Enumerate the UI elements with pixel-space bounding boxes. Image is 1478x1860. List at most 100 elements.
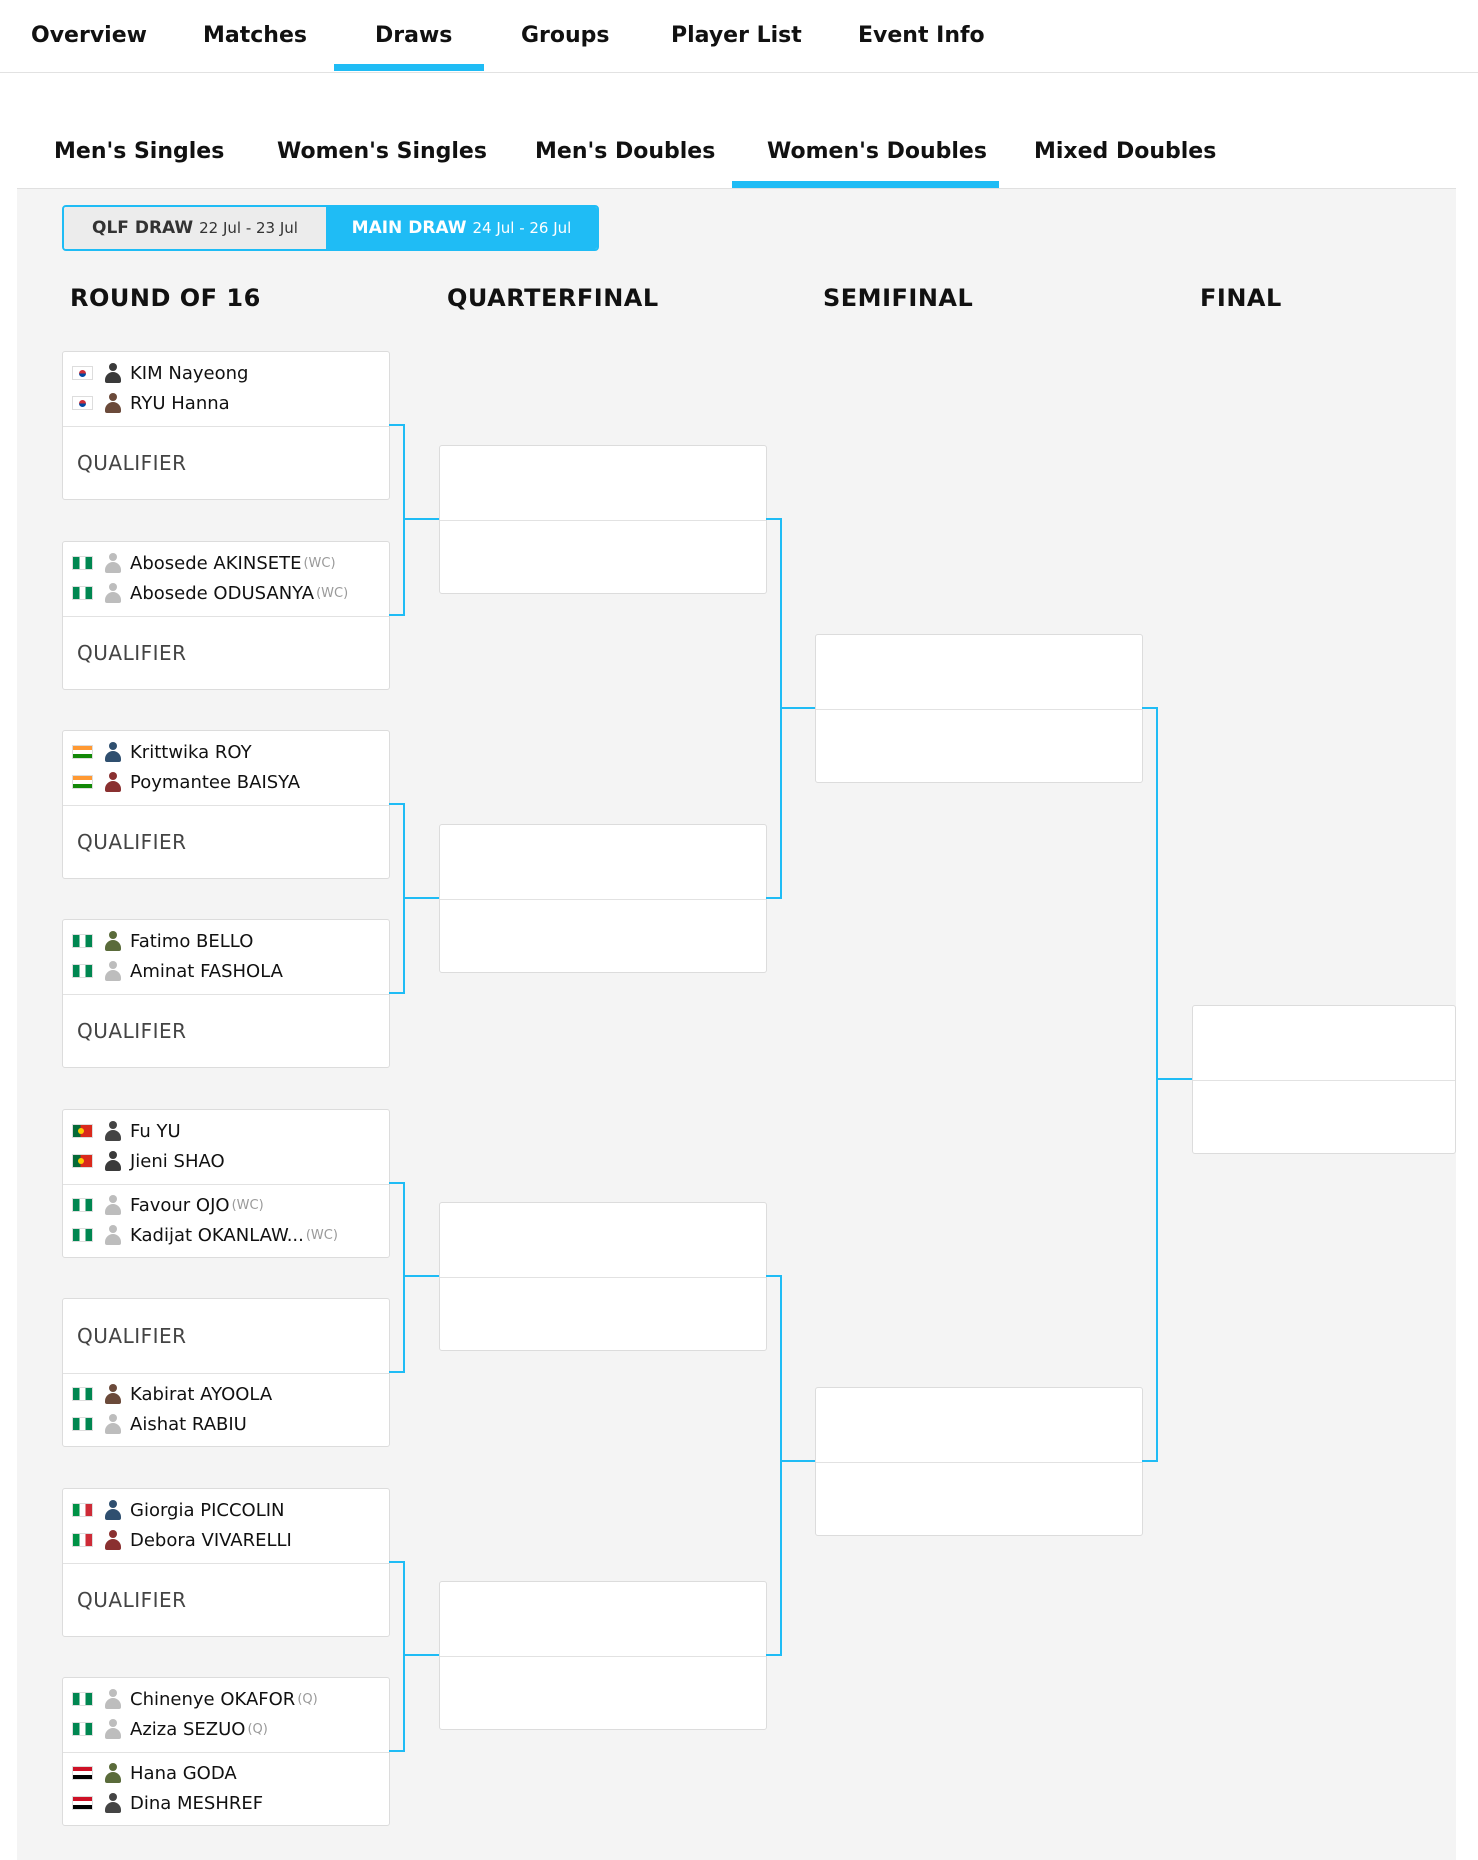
player-name[interactable]: RYU Hanna <box>130 392 230 414</box>
tab-overview[interactable]: Overview <box>31 23 147 48</box>
player-name[interactable]: Aziza SEZUO <box>130 1718 246 1740</box>
tab-womens-doubles[interactable]: Women's Doubles <box>767 139 987 164</box>
player-name[interactable]: Abosede AKINSETE <box>130 552 302 574</box>
tab-mixed-doubles[interactable]: Mixed Doubles <box>1034 139 1217 164</box>
match-slot[interactable]: QUALIFIER <box>63 805 389 879</box>
match-slot[interactable]: Giorgia PICCOLIN Debora VIVARELLI <box>63 1489 389 1564</box>
player-name[interactable]: Poymantee BAISYA <box>130 771 301 793</box>
tab-mens-singles[interactable]: Men's Singles <box>54 139 225 164</box>
player-seed: (WC) <box>316 585 349 601</box>
qf-match-4[interactable] <box>439 1581 767 1730</box>
match-slot[interactable]: Krittwika ROY Poymantee BAISYA <box>63 731 389 806</box>
qf-match-2[interactable] <box>439 824 767 973</box>
match-slot-empty[interactable] <box>440 825 766 900</box>
tab-mens-doubles[interactable]: Men's Doubles <box>535 139 716 164</box>
player-name[interactable]: KIM Nayeong <box>130 362 249 384</box>
qualifier-label: QUALIFIER <box>77 641 187 665</box>
player-row: RYU Hanna <box>72 391 230 415</box>
tab-event-info[interactable]: Event Info <box>858 23 985 48</box>
player-name[interactable]: Kabirat AYOOLA <box>130 1383 273 1405</box>
match-slot-empty[interactable] <box>440 1656 766 1730</box>
match-slot[interactable]: Abosede AKINSETE(WC) Abosede ODUSANYA(WC) <box>63 542 389 617</box>
player-name[interactable]: Fatimo BELLO <box>130 930 254 952</box>
match-slot-empty[interactable] <box>1193 1080 1455 1154</box>
sf-match-2[interactable] <box>815 1387 1143 1536</box>
match-slot-empty[interactable] <box>816 635 1142 710</box>
match-slot-empty[interactable] <box>440 899 766 973</box>
match-slot[interactable]: Hana GODA Dina MESHREF <box>63 1752 389 1826</box>
qf-match-3[interactable] <box>439 1202 767 1351</box>
player-avatar-icon <box>103 582 123 604</box>
bracket-connector-stub <box>780 707 815 709</box>
match-slot-empty[interactable] <box>440 1203 766 1278</box>
match-slot-empty[interactable] <box>1193 1006 1455 1081</box>
tab-matches[interactable]: Matches <box>203 23 307 48</box>
player-name[interactable]: Jieni SHAO <box>130 1150 225 1172</box>
r16-match-6[interactable]: QUALIFIER Kabirat AYOOLA Aishat RABIU <box>62 1298 390 1447</box>
r16-match-4[interactable]: Fatimo BELLO Aminat FASHOLA QUALIFIER <box>62 919 390 1068</box>
tab-groups[interactable]: Groups <box>521 23 610 48</box>
sf-match-1[interactable] <box>815 634 1143 783</box>
match-slot[interactable]: Fatimo BELLO Aminat FASHOLA <box>63 920 389 995</box>
tab-womens-singles[interactable]: Women's Singles <box>277 139 487 164</box>
player-name[interactable]: Hana GODA <box>130 1762 237 1784</box>
player-name[interactable]: Krittwika ROY <box>130 741 252 763</box>
match-slot[interactable]: QUALIFIER <box>63 1299 389 1374</box>
tab-player-list[interactable]: Player List <box>671 23 802 48</box>
match-slot-empty[interactable] <box>440 446 766 521</box>
match-slot-empty[interactable] <box>440 520 766 594</box>
player-name[interactable]: Aminat FASHOLA <box>130 960 283 982</box>
bracket-connector-stub <box>780 1460 815 1462</box>
top-nav: Overview Matches Draws Groups Player Lis… <box>0 0 1478 73</box>
player-name[interactable]: Aishat RABIU <box>130 1413 247 1435</box>
player-name[interactable]: Fu YU <box>130 1120 181 1142</box>
player-avatar-icon <box>103 771 123 793</box>
player-avatar-icon <box>103 1224 123 1246</box>
match-slot[interactable]: Fu YU Jieni SHAO <box>63 1110 389 1185</box>
match-slot-empty[interactable] <box>816 1462 1142 1536</box>
match-slot-empty[interactable] <box>440 1277 766 1351</box>
tab-draws[interactable]: Draws <box>375 23 453 48</box>
player-name[interactable]: Chinenye OKAFOR <box>130 1688 296 1710</box>
round-title-final: FINAL <box>1200 284 1282 312</box>
player-name[interactable]: Favour OJO <box>130 1194 230 1216</box>
player-name[interactable]: Dina MESHREF <box>130 1792 264 1814</box>
player-name[interactable]: Abosede ODUSANYA <box>130 582 315 604</box>
qf-match-1[interactable] <box>439 445 767 594</box>
final-match[interactable] <box>1192 1005 1456 1154</box>
r16-match-3[interactable]: Krittwika ROY Poymantee BAISYA QUALIFIER <box>62 730 390 879</box>
qlf-draw-button[interactable]: QLF DRAW 22 Jul - 23 Jul <box>64 207 326 249</box>
r16-match-8[interactable]: Chinenye OKAFOR(Q)Aziza SEZUO(Q)Hana GOD… <box>62 1677 390 1826</box>
player-row: Abosede AKINSETE(WC) <box>72 551 336 575</box>
country-flag-icon <box>72 366 93 380</box>
event-tabs: Men's Singles Women's Singles Men's Doub… <box>17 115 1456 189</box>
player-row: Hana GODA <box>72 1761 237 1785</box>
match-slot[interactable]: Chinenye OKAFOR(Q)Aziza SEZUO(Q) <box>63 1678 389 1753</box>
player-name[interactable]: Debora VIVARELLI <box>130 1529 292 1551</box>
player-row: Giorgia PICCOLIN <box>72 1498 285 1522</box>
match-slot-empty[interactable] <box>816 709 1142 783</box>
player-name[interactable]: Giorgia PICCOLIN <box>130 1499 285 1521</box>
main-draw-button[interactable]: MAIN DRAW 24 Jul - 26 Jul <box>326 207 597 249</box>
match-slot[interactable]: QUALIFIER <box>63 1563 389 1637</box>
country-flag-icon <box>72 586 93 600</box>
r16-match-2[interactable]: Abosede AKINSETE(WC) Abosede ODUSANYA(WC)… <box>62 541 390 690</box>
qlf-draw-dates: 22 Jul - 23 Jul <box>199 219 298 237</box>
match-slot-empty[interactable] <box>440 1582 766 1657</box>
match-slot[interactable]: QUALIFIER <box>63 616 389 690</box>
player-avatar-icon <box>103 1194 123 1216</box>
bracket-connector-stub <box>403 1275 439 1277</box>
player-row: Dina MESHREF <box>72 1791 263 1815</box>
r16-match-7[interactable]: Giorgia PICCOLIN Debora VIVARELLI QUALIFIE… <box>62 1488 390 1637</box>
qualifier-label: QUALIFIER <box>77 830 187 854</box>
match-slot[interactable]: QUALIFIER <box>63 994 389 1068</box>
player-name[interactable]: Kadijat OKANLAW... <box>130 1224 304 1246</box>
match-slot[interactable]: QUALIFIER <box>63 426 389 500</box>
match-slot-empty[interactable] <box>816 1388 1142 1463</box>
match-slot[interactable]: Favour OJO(WC)Kadijat OKANLAW...(WC) <box>63 1184 389 1258</box>
player-avatar-icon <box>103 1718 123 1740</box>
r16-match-5[interactable]: Fu YU Jieni SHAO Favour OJO(WC)Kadijat OKA… <box>62 1109 390 1258</box>
match-slot[interactable]: Kabirat AYOOLA Aishat RABIU <box>63 1373 389 1447</box>
